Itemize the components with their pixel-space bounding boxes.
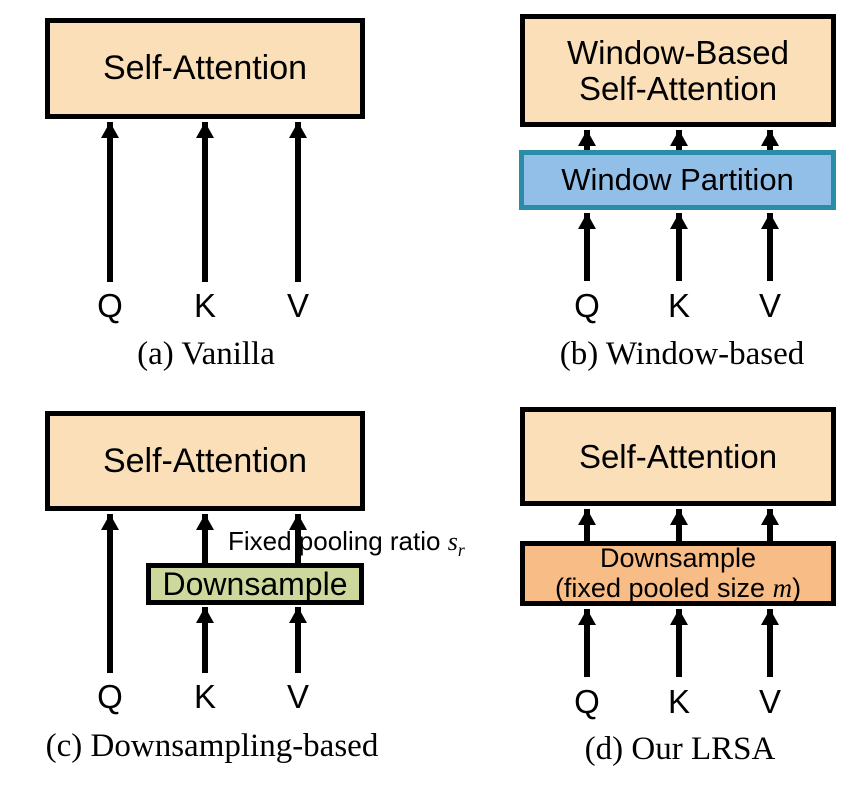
panel-a-input-label-q: Q [97, 287, 123, 324]
panel-c-input-label-q: Q [97, 678, 123, 715]
panel-b-input-label-k: K [667, 287, 691, 324]
panel-c-self-attention-label: Self-Attention [102, 441, 308, 480]
panel-d-input-label-q: Q [574, 683, 600, 720]
panel-b-window-partition-box: Window Partition [519, 150, 836, 210]
panel-d-downsample-box: Downsample (fixed pooled size m) [520, 541, 836, 606]
panel-b-window-self-attention-box: Window-Based Self-Attention [520, 14, 836, 127]
panel-b-window-based: Window-Based Self-Attention Window Parti… [432, 0, 865, 395]
panel-d-pooled-size-symbol: m [772, 572, 793, 603]
panel-a-input-label-v: V [286, 287, 310, 324]
panel-a-vanilla: Self-Attention Q K V (a) Vanilla [0, 0, 432, 395]
panel-d-downsample-label-line1: Downsample [599, 543, 757, 574]
panel-c-annotation-symbol: sr [447, 527, 465, 561]
panel-b-window-partition-label: Window Partition [561, 162, 794, 198]
panel-a-self-attention-box: Self-Attention [45, 18, 365, 119]
panel-a-caption: (a) Vanilla [137, 336, 275, 372]
panel-d-self-attention-box: Self-Attention [520, 407, 836, 506]
panel-d-self-attention-label: Self-Attention [578, 437, 778, 475]
panel-c-annotation-text: Fixed pooling ratio [228, 526, 448, 556]
panel-c-downsampling-based: Self-Attention Fixed pooling ratio sr Do… [0, 395, 465, 789]
panel-b-caption: (b) Window-based [559, 336, 805, 372]
panel-d-our-lrsa: Self-Attention Downsample (fixed pooled … [432, 395, 865, 789]
panel-c-pooling-ratio-annotation: Fixed pooling ratio sr [228, 528, 465, 560]
panel-b-input-label-q: Q [574, 287, 600, 324]
panel-c-self-attention-box: Self-Attention [45, 411, 365, 511]
panel-c-input-label-v: V [286, 678, 310, 715]
panel-d-downsample-label-line2: (fixed pooled size m) [554, 572, 802, 603]
panel-b-attention-label-line2: Self-Attention [578, 69, 778, 107]
panel-d-input-label-v: V [758, 683, 782, 720]
panel-d-caption: (d) Our LRSA [584, 731, 776, 767]
panel-b-input-label-v: V [758, 287, 782, 324]
panel-c-downsample-label: Downsample [162, 565, 348, 602]
panel-c-downsample-box: Downsample [146, 563, 364, 605]
panel-a-input-label-k: K [193, 287, 217, 324]
panel-c-input-label-k: K [193, 678, 217, 715]
panel-b-attention-label-line1: Window-Based [567, 33, 789, 71]
panel-d-input-label-k: K [667, 683, 691, 720]
panel-a-self-attention-label: Self-Attention [102, 49, 308, 88]
panel-c-caption: (c) Downsampling-based [45, 728, 379, 764]
